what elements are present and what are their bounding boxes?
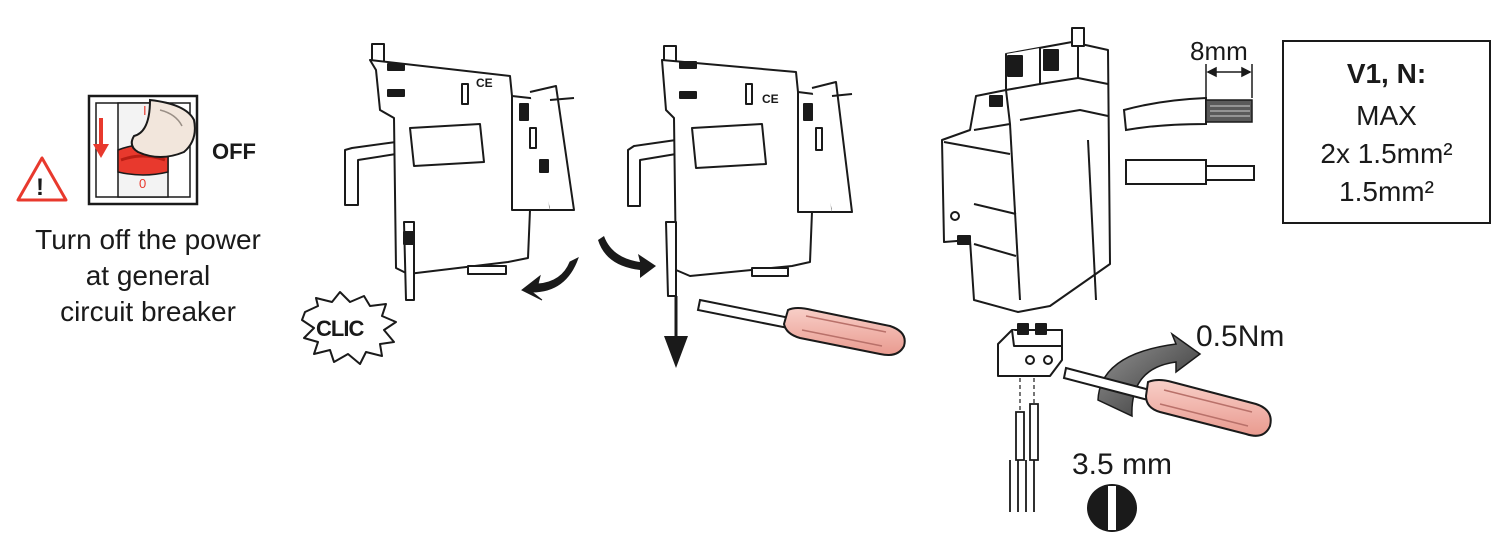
screwdriver-icon [696,298,906,356]
torque-label: 0.5Nm [1196,320,1285,353]
instruction-line-2: at general [85,260,211,291]
curved-arrow-icon [598,236,656,278]
instruction-line-1: Turn off the power [35,224,261,255]
spec-line-1: MAX [1356,100,1417,131]
warning-triangle-icon [16,156,68,202]
down-arrow-icon [664,296,688,368]
screwdriver-icon [1062,366,1272,437]
screwdriver-size-label: 3.5 mm [1072,448,1173,481]
spec-line-3: 1.5mm² [1339,176,1434,207]
clic-starburst-icon [301,291,397,365]
spec-line-2: 2x 1.5mm² [1320,138,1453,169]
step4-device-drawing [941,27,1111,313]
wire-icon [1009,403,1039,512]
curved-arrow-icon [521,256,579,301]
switch-on-mark: I [143,103,147,118]
ce-mark-step3: CE [762,92,779,106]
strip-length-label: 8mm [1190,36,1248,66]
wire-icon [1122,96,1253,132]
switch-off-mark: 0 [139,176,147,191]
instruction-line-3: circuit breaker [60,296,236,327]
spec-title: V1, N: [1346,58,1427,89]
terminal-block-icon [997,323,1063,377]
off-label: OFF [212,139,256,164]
warning-exclamation: ! [36,174,44,201]
wire-icon [1125,159,1255,185]
clic-label: CLIC [316,316,364,341]
flat-blade-icon [1087,484,1137,532]
strip-length-dimension [1205,64,1253,98]
step2-device-drawing [344,43,575,301]
step3-device-drawing [627,45,853,297]
ce-mark-step2: CE [476,76,493,90]
power-off-instruction: Turn off the power at general circuit br… [8,222,288,330]
wire-spec-box: V1, N: MAX 2x 1.5mm² 1.5mm² [1282,40,1491,224]
breaker-switch-icon [87,94,199,206]
